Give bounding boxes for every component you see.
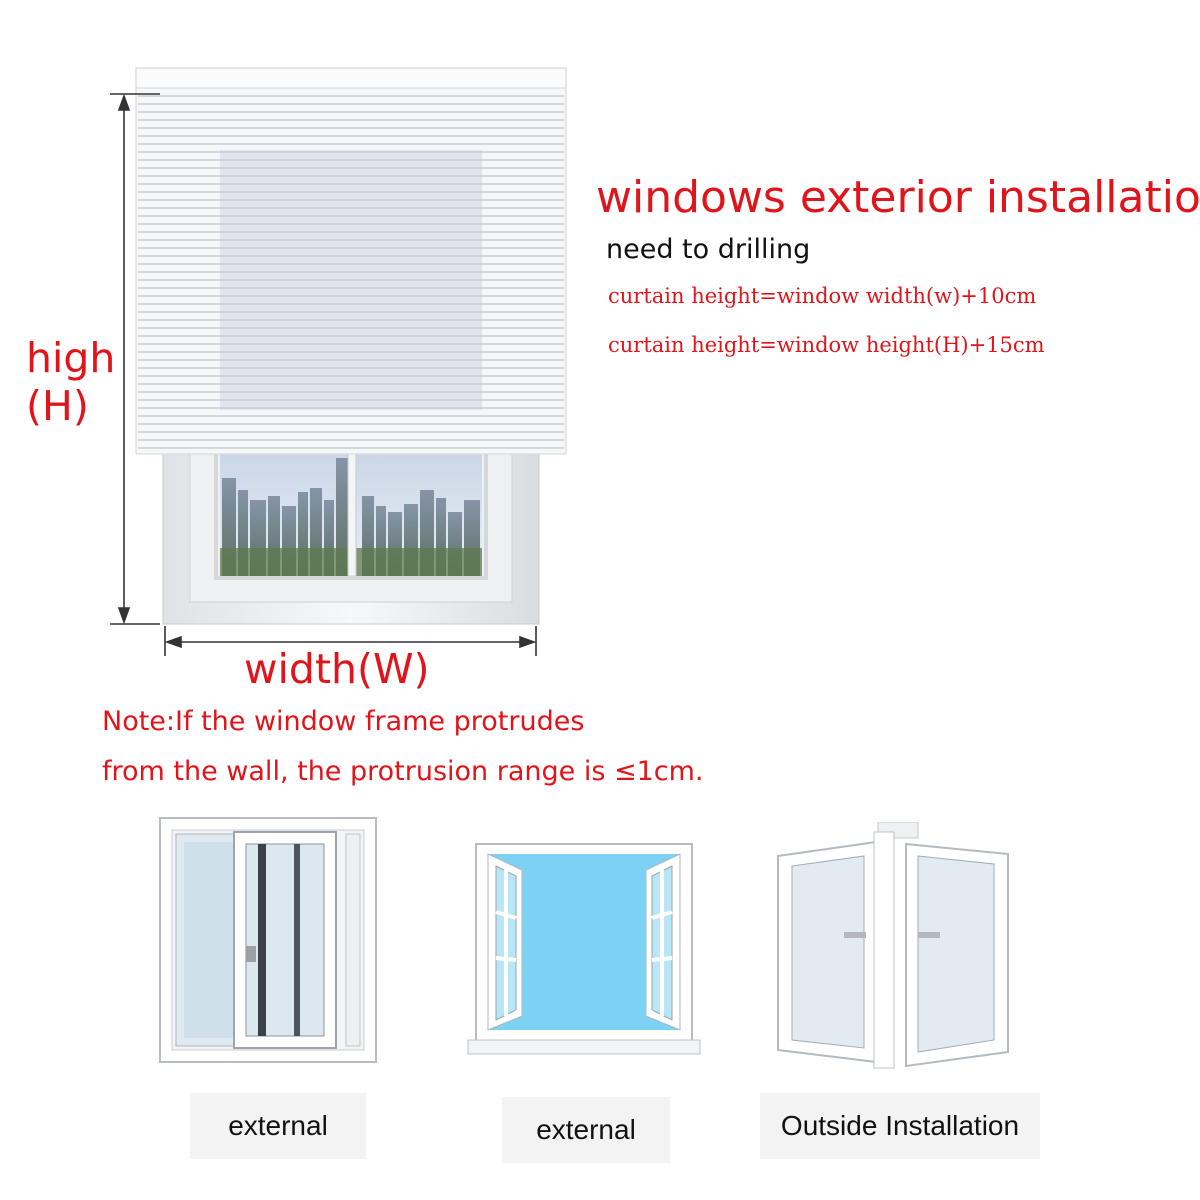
width-dimension-arrow [164,626,537,656]
width-label: width(W) [244,645,430,693]
height-label: high (H) [26,334,115,430]
french-window-open-icon [777,822,1009,1069]
venetian-blind [135,67,567,455]
caption-external-2: external [502,1097,670,1163]
caption-external-2-label: external [536,1114,636,1145]
caption-outside-installation: Outside Installation [760,1093,1040,1159]
height-dimension-arrow [110,93,160,625]
casement-window-open-icon [467,843,701,1055]
caption-external-1: external [190,1093,366,1159]
drilling-subtitle: need to drilling [606,234,811,265]
window-frame [162,429,540,625]
caption-external-1-label: external [228,1110,328,1141]
sliding-window-icon [159,817,377,1063]
height-formula: curtain height=window height(H)+15cm [608,333,1045,357]
note-line-2: from the wall, the protrusion range is ≤… [102,756,704,787]
height-label-word: high [26,334,116,382]
blind-window-illustration [110,67,567,656]
height-label-symbol: (H) [26,382,89,430]
note-line-1: Note:If the window frame protrudes [102,706,585,737]
width-formula: curtain height=window width(w)+10cm [608,284,1037,308]
installation-title: windows exterior installation [596,172,1200,223]
caption-outside-installation-label: Outside Installation [780,1110,1020,1141]
